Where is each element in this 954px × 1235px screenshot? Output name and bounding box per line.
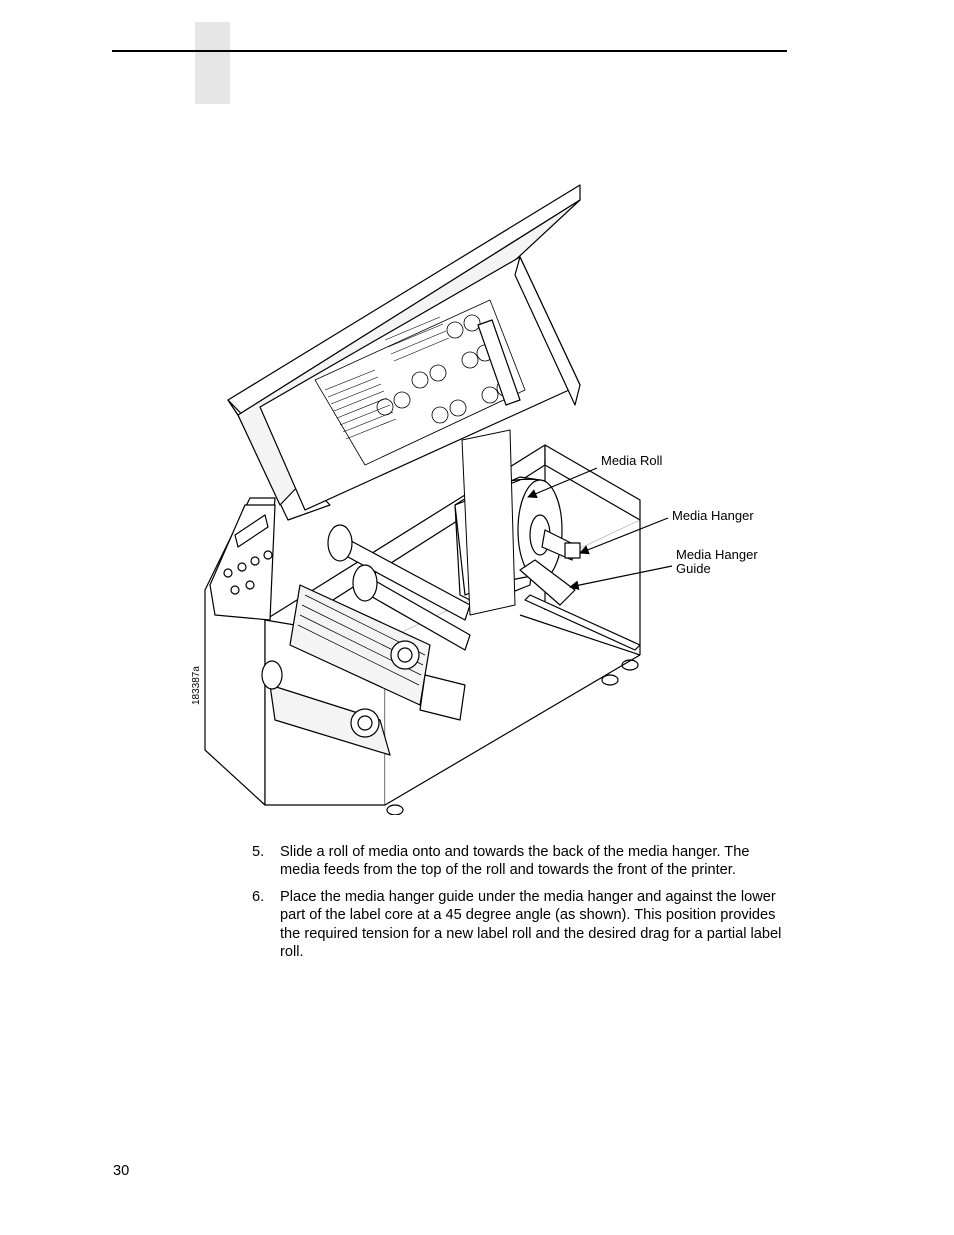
chassis xyxy=(204,444,641,815)
top-cover xyxy=(227,184,581,521)
step-number: 5. xyxy=(252,844,265,860)
step-number: 6. xyxy=(252,888,265,905)
chapter-tab-marker xyxy=(195,22,230,104)
step-text: Place the media hanger guide under the m… xyxy=(280,888,782,961)
step-list: 5. Slide a roll of media onto and toward… xyxy=(252,843,792,969)
step-text: Slide a roll of media onto and towards t… xyxy=(280,844,750,879)
callout-media-hanger: Media Hanger xyxy=(672,508,754,523)
media-roll xyxy=(454,429,581,616)
printhead-assembly xyxy=(261,524,471,756)
step-item: 5. Slide a roll of media onto and toward… xyxy=(252,843,792,880)
callout-media-hanger-guide: Media Hanger Guide xyxy=(676,547,758,576)
printer-illustration xyxy=(180,175,800,815)
step-item: 6. Place the media hanger guide under th… xyxy=(252,888,792,962)
header-rule xyxy=(112,50,787,52)
callout-media-roll: Media Roll xyxy=(601,453,663,468)
page-number: 30 xyxy=(113,1163,130,1179)
figure-id: 183387a xyxy=(191,666,202,705)
control-panel xyxy=(209,504,276,621)
